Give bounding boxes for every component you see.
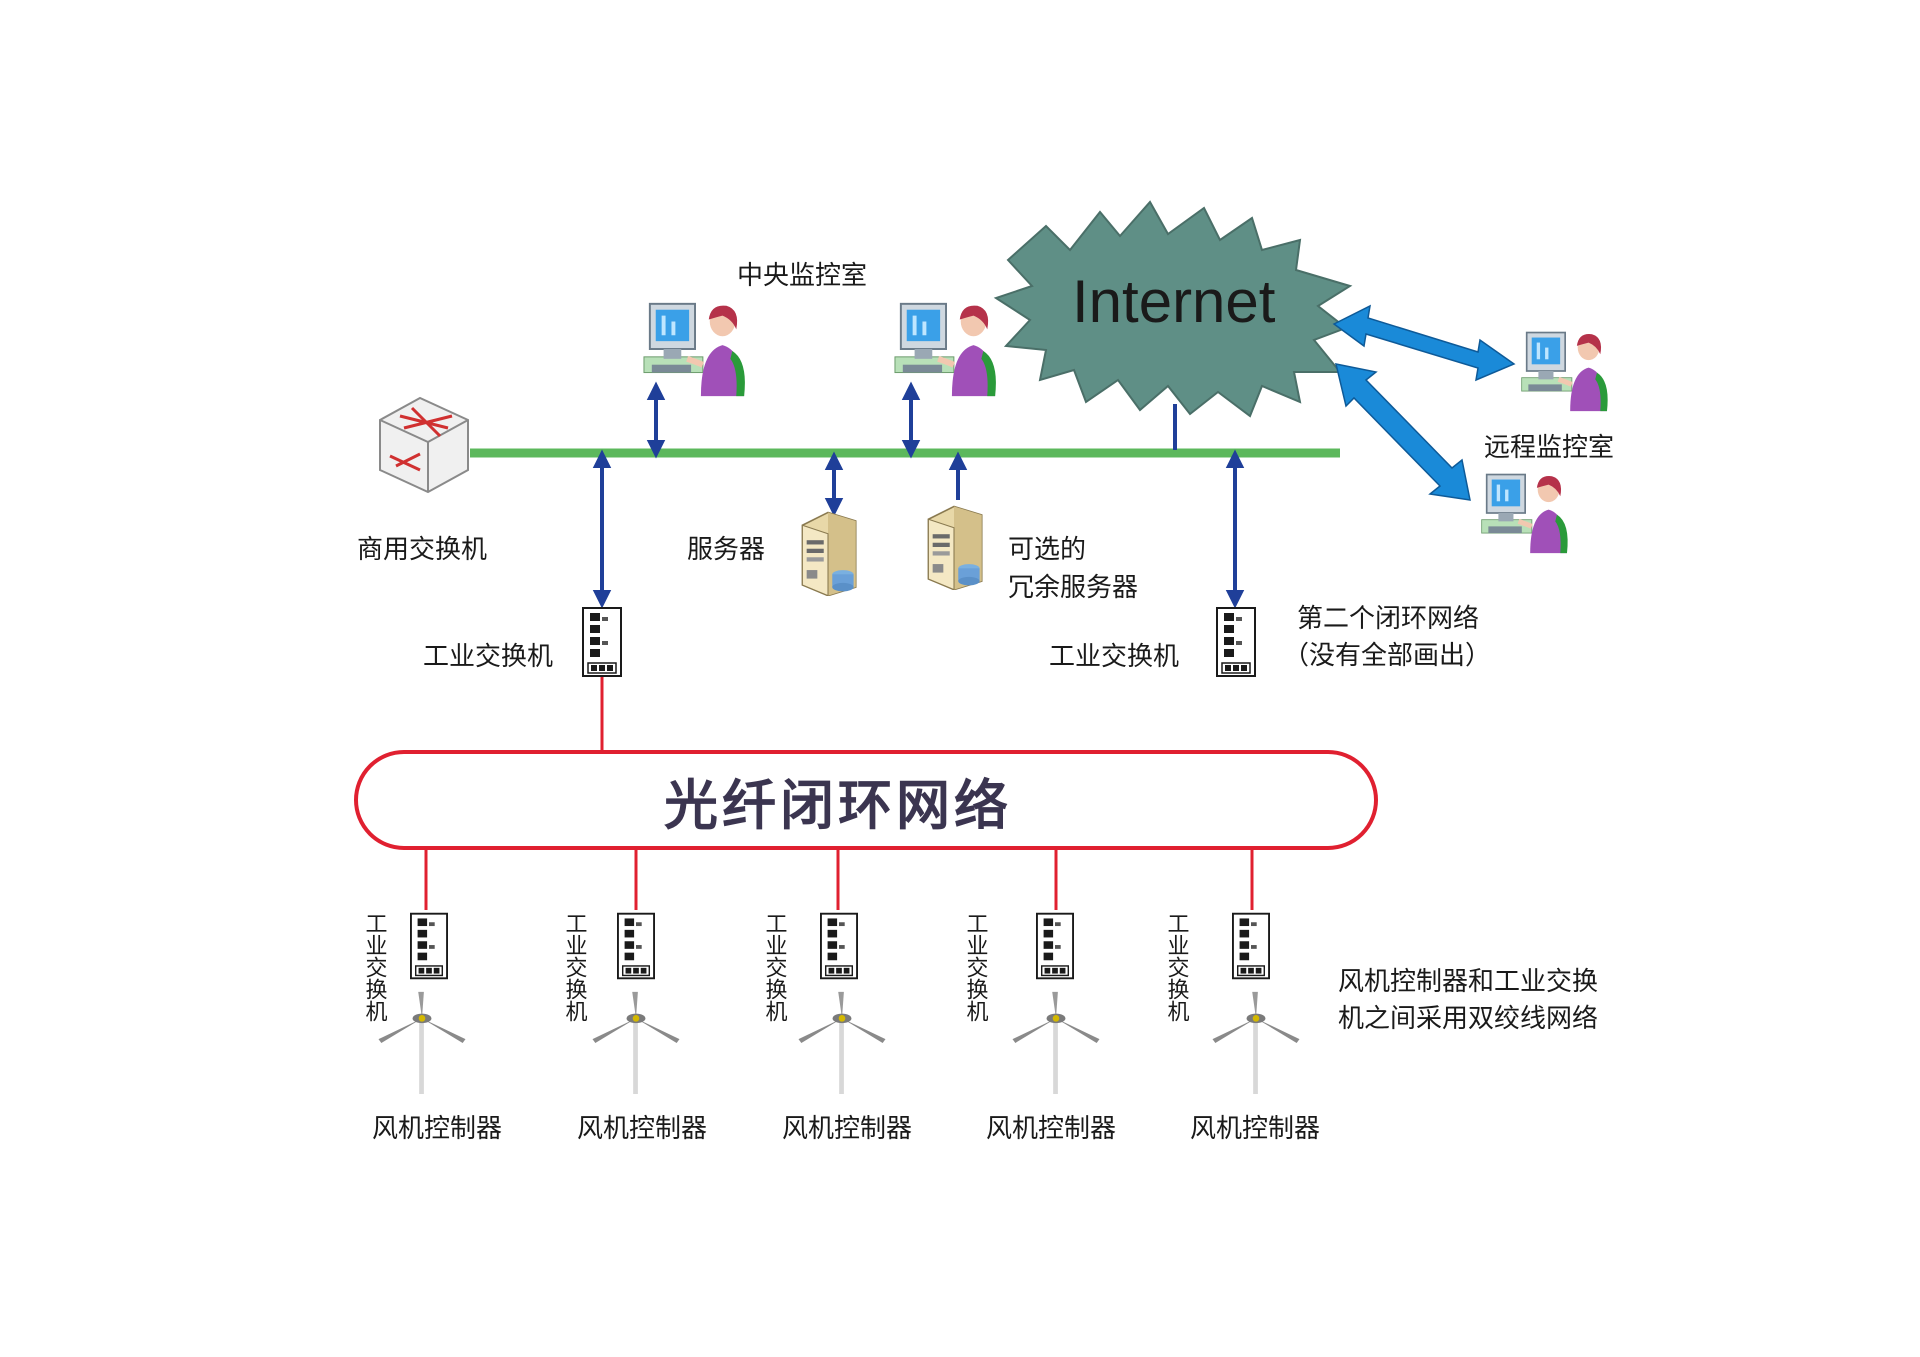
right-industrial-switch-icon xyxy=(1216,607,1256,677)
commercial-switch-label: 商用交换机 xyxy=(357,535,487,565)
turbine-controller-label: 风机控制器 xyxy=(986,1114,1116,1144)
right-switch-link xyxy=(1225,449,1245,609)
turbine-switch-label: 工业交换机 xyxy=(963,912,989,1022)
fiber-ring xyxy=(354,750,1378,850)
turbine-controller-label: 风机控制器 xyxy=(782,1114,912,1144)
turbine-switch-label: 工业交换机 xyxy=(1164,912,1190,1022)
turbine-switch-label: 工业交换机 xyxy=(562,912,588,1022)
commercial-switch-icon xyxy=(379,396,469,494)
turbine-switch-label: 工业交换机 xyxy=(362,912,388,1022)
server-link xyxy=(824,451,844,517)
turbine-switch-icon xyxy=(617,912,655,980)
turbine-unit: 工业交换机 风机控制器 xyxy=(762,850,912,1144)
station-1-link xyxy=(646,381,666,459)
turbine-switch-label: 工业交换机 xyxy=(762,912,788,1022)
turbine-switch-icon xyxy=(1036,912,1074,980)
second-ring-label-line1: 第二个闭环网络 xyxy=(1297,604,1479,634)
wind-turbine-icon xyxy=(1212,991,1300,1094)
turbine-switch-icon xyxy=(1232,912,1270,980)
turbine-switch-icon xyxy=(820,912,858,980)
twisted-pair-note-line2: 机之间采用双绞线网络 xyxy=(1338,1004,1598,1034)
server-label: 服务器 xyxy=(687,535,765,565)
turbine-switch-icon xyxy=(410,912,448,980)
redundant-server-label-line1: 可选的 xyxy=(1008,535,1086,565)
remote-link-arrow-2 xyxy=(1334,363,1471,501)
redundant-server-link xyxy=(948,451,968,500)
left-industrial-switch-label: 工业交换机 xyxy=(423,642,553,672)
wind-turbine-icon xyxy=(1012,991,1100,1094)
turbine-unit: 工业交换机 风机控制器 xyxy=(1164,850,1320,1144)
redundant-server-label-line2: 冗余服务器 xyxy=(1008,573,1138,603)
redundant-server-icon xyxy=(927,505,983,590)
turbine-controller-label: 风机控制器 xyxy=(1190,1114,1320,1144)
turbine-controller-label: 风机控制器 xyxy=(372,1114,502,1144)
turbine-controller-label: 风机控制器 xyxy=(577,1114,707,1144)
turbine-unit: 工业交换机 风机控制器 xyxy=(562,850,707,1144)
remote-station-1-icon xyxy=(1522,333,1608,412)
wind-turbine-icon xyxy=(798,991,886,1094)
remote-link-arrow-1 xyxy=(1332,304,1516,382)
internet-cloud-icon xyxy=(993,200,1353,418)
fiber-ring-label: 光纤闭环网络 xyxy=(664,773,1012,837)
remote-monitoring-label: 远程监控室 xyxy=(1484,433,1614,463)
internet-label: Internet xyxy=(1072,268,1276,335)
left-industrial-switch-icon xyxy=(582,607,622,677)
wind-turbine-icon xyxy=(378,991,466,1094)
central-monitoring-label: 中央监控室 xyxy=(737,261,867,291)
turbine-unit: 工业交换机 风机控制器 xyxy=(362,850,502,1144)
central-station-1-icon xyxy=(644,304,745,396)
twisted-pair-note-line1: 风机控制器和工业交换 xyxy=(1338,967,1598,997)
server-icon xyxy=(801,511,857,596)
right-industrial-switch-label: 工业交换机 xyxy=(1049,642,1179,672)
central-station-2-icon xyxy=(895,304,996,396)
station-2-link xyxy=(901,381,921,459)
turbine-unit: 工业交换机 风机控制器 xyxy=(963,850,1116,1144)
left-switch-link xyxy=(592,449,612,609)
second-ring-label-line2: （没有全部画出） xyxy=(1283,641,1491,671)
remote-station-2-icon xyxy=(1482,475,1568,554)
wind-turbine-icon xyxy=(592,991,680,1094)
